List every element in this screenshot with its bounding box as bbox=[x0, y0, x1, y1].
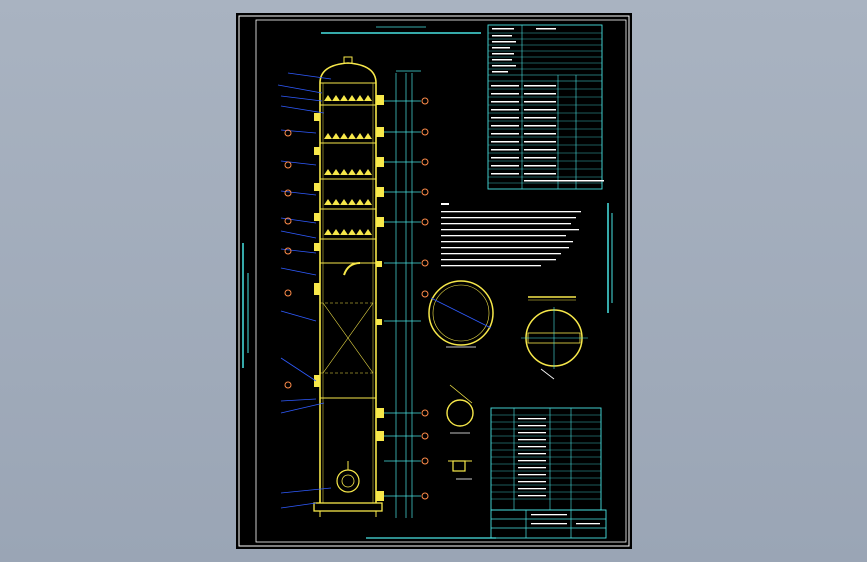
design-data-table-text bbox=[491, 28, 604, 182]
packing-bed bbox=[320, 302, 376, 374]
tray-section-4 bbox=[320, 199, 376, 210]
leaders-left bbox=[277, 72, 332, 509]
inner-frame bbox=[255, 19, 627, 543]
column-vessel bbox=[313, 56, 383, 517]
cad-drawing-sheet[interactable] bbox=[236, 13, 632, 549]
title-block bbox=[490, 509, 607, 539]
design-data-table bbox=[487, 24, 603, 190]
nozzle-circles-left bbox=[284, 129, 292, 389]
design-data-table-rows bbox=[488, 32, 602, 184]
cad-drawing-canvas bbox=[238, 15, 630, 547]
parts-list-rows bbox=[491, 414, 601, 500]
parts-list-table bbox=[490, 407, 602, 511]
nozzles-right bbox=[376, 95, 384, 501]
right-vertical-strip bbox=[607, 203, 613, 313]
parts-list-text bbox=[518, 418, 600, 525]
left-vertical-strip bbox=[242, 243, 249, 368]
detail-view-c bbox=[446, 384, 474, 434]
section-view-a bbox=[428, 280, 494, 348]
outer-frame bbox=[238, 15, 630, 547]
tray-section-2 bbox=[320, 133, 376, 144]
top-title-strip bbox=[321, 26, 481, 34]
bottom-internals bbox=[336, 262, 361, 493]
nozzle-circles-right bbox=[421, 97, 429, 500]
section-view-b bbox=[521, 296, 588, 380]
detail-view-d bbox=[448, 460, 472, 480]
right-dimension-lines bbox=[384, 70, 421, 518]
tray-section-5 bbox=[320, 229, 376, 240]
tray-section-1 bbox=[320, 95, 376, 106]
notes-block bbox=[441, 203, 581, 267]
tray-section-3 bbox=[320, 169, 376, 180]
nozzles-left bbox=[314, 113, 320, 387]
